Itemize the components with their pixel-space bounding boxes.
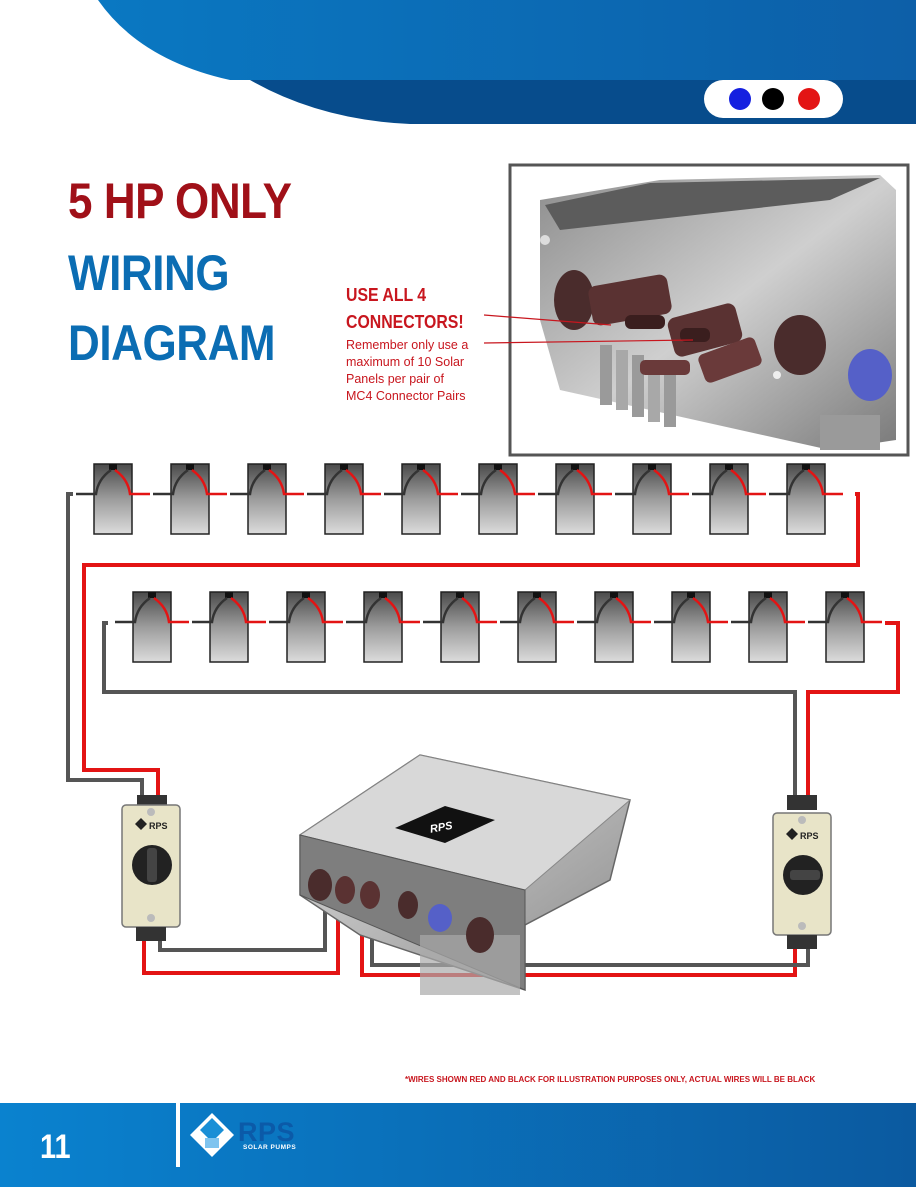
page-number: 11 [40,1128,71,1166]
inverter-logo: RPS [429,820,454,836]
title-diagram: DIAGRAM [68,315,276,371]
solar-panel [577,591,651,663]
callout-heading-line2: CONNECTORS! [346,312,464,332]
callout-text: Remember only use a maximum of 10 Solar … [346,337,486,405]
solar-panel [307,463,381,535]
inverter [298,754,632,995]
solar-panel [808,591,882,663]
color-dots [704,80,843,118]
solar-panel-row-top [76,463,843,535]
callout-text-line: Remember only use a [346,338,469,352]
brand-name: RPS [238,1117,296,1147]
solar-panel [731,591,805,663]
wire-color-footnote: *WIRES SHOWN RED AND BLACK FOR ILLUSTRAT… [405,1075,816,1084]
solar-panel [500,591,574,663]
left-dc-disconnect [121,795,181,941]
rps-logo-icon [190,1113,234,1157]
solar-panel [192,591,266,663]
solar-panel [76,463,150,535]
right-dc-disconnect [772,795,832,949]
solar-panel [538,463,612,535]
footer-bar [0,1103,916,1187]
solar-panel [384,463,458,535]
callout-heading-line1: USE ALL 4 [346,285,427,305]
solar-panel [461,463,535,535]
callout-heading: USE ALL 4 CONNECTORS! [346,282,469,336]
connector-closeup-photo [508,163,910,457]
solar-panel [692,463,766,535]
right-disconnect-logo: RPS [800,831,819,841]
solar-panel [423,591,497,663]
callout-text-line: Panels per pair of [346,372,444,386]
solar-panel [115,591,189,663]
title-wiring: WIRING [68,245,230,301]
solar-panel [654,591,728,663]
callout-pointers [483,314,694,344]
solar-panel [769,463,843,535]
solar-panel [230,463,304,535]
solar-panel-row-bottom [115,591,882,663]
callout-text-line: maximum of 10 Solar [346,355,465,369]
solar-panel [346,591,420,663]
solar-panel [269,591,343,663]
footer-divider [176,1103,180,1167]
left-disconnect-logo: RPS [149,821,168,831]
solar-panel [153,463,227,535]
brand-subtitle: SOLAR PUMPS [243,1144,297,1151]
solar-panel [615,463,689,535]
callout-text-line: MC4 Connector Pairs [346,389,466,403]
title-5hp-only: 5 HP ONLY [68,173,292,229]
